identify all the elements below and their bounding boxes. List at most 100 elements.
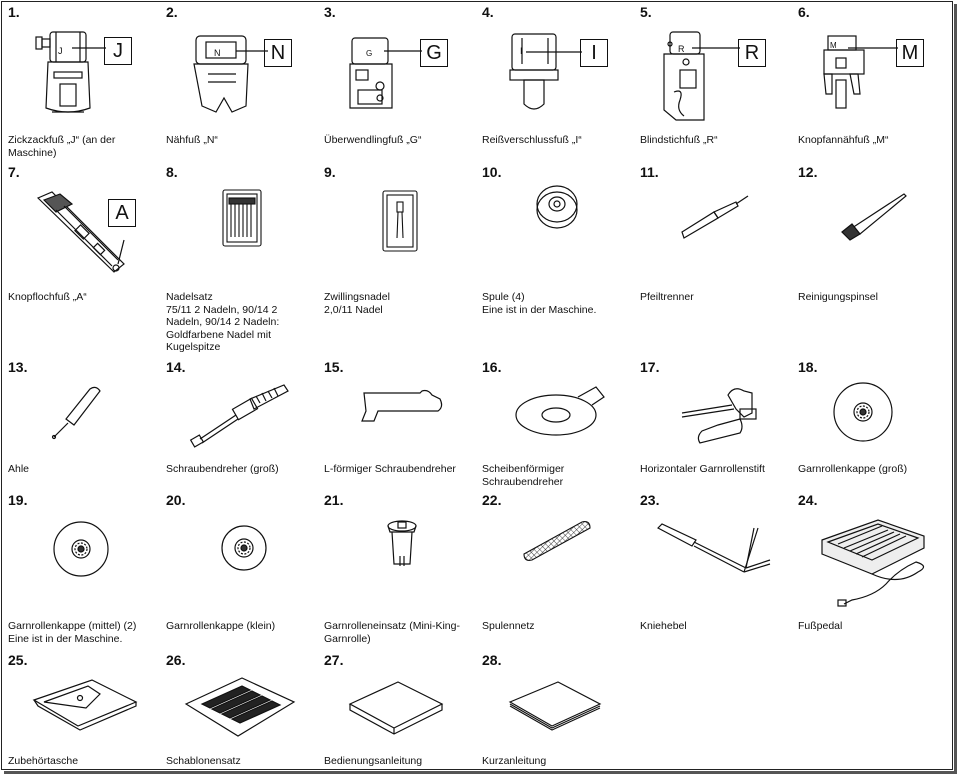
item-number: 8. bbox=[166, 164, 178, 180]
item-11: 11. Pfeiltrenner bbox=[634, 162, 792, 357]
foot-letter-label: A bbox=[108, 199, 136, 227]
item-14: 14. Schraubendreher (groß) bbox=[160, 357, 318, 490]
l-screwdriver-icon bbox=[358, 387, 448, 427]
foot-letter-label: R bbox=[738, 39, 766, 67]
svg-text:I: I bbox=[520, 46, 523, 56]
item-caption: Horizontaler Garnrollenstift bbox=[640, 463, 765, 475]
item-number: 9. bbox=[324, 164, 336, 180]
disc-screwdriver-icon bbox=[512, 379, 608, 439]
item-6: 6. M M Knopfannähfuß „M“ bbox=[792, 2, 952, 162]
item-26: 26. Schablonensatz bbox=[160, 650, 318, 771]
manual-icon bbox=[346, 678, 446, 736]
svg-text:J: J bbox=[58, 46, 63, 56]
item-caption: Garnrollenkappe (mittel) (2) Eine ist in… bbox=[8, 620, 137, 645]
knee-lifter-icon bbox=[654, 522, 774, 576]
item-5: 5. R R Blindstichfuß „R“ bbox=[634, 2, 792, 162]
item-number: 16. bbox=[482, 359, 502, 375]
item-number: 25. bbox=[8, 652, 28, 668]
accessory-sheet: 1. J J Zickzackfuß „J“ (an der Maschine)… bbox=[1, 1, 953, 770]
item-number: 22. bbox=[482, 492, 502, 508]
item-8: 8. Nadelsatz 75/11 2 Nadeln, 90/14 2 Nad… bbox=[160, 162, 318, 357]
buttonhole-foot-icon bbox=[32, 190, 142, 280]
spool-cap-large-icon bbox=[832, 381, 894, 443]
page-shadow-bottom bbox=[4, 771, 957, 774]
item-caption: Garnrollenkappe (klein) bbox=[166, 620, 276, 632]
item-number: 19. bbox=[8, 492, 28, 508]
item-number: 27. bbox=[324, 652, 344, 668]
spool-pin-icon bbox=[678, 383, 768, 447]
item-1: 1. J J Zickzackfuß „J“ (an der Maschine) bbox=[2, 2, 160, 162]
item-caption: Knopfannähfuß „M“ bbox=[798, 134, 889, 146]
foot-letter-label: N bbox=[264, 39, 292, 67]
foot-letter-label: J bbox=[104, 37, 132, 65]
item-16: 16. Scheibenförmiger Schraubendreher bbox=[476, 357, 634, 490]
item-caption: Zubehörtasche bbox=[8, 755, 79, 767]
item-9: 9. Zwillingsnadel 2,0/11 Nadel bbox=[318, 162, 476, 357]
accessory-bag-icon bbox=[30, 676, 140, 732]
item-caption: Schablonensatz bbox=[166, 755, 241, 767]
item-caption: Pfeiltrenner bbox=[640, 291, 694, 303]
zigzag-foot-icon: J bbox=[30, 24, 140, 119]
foot-letter-label: G bbox=[420, 39, 448, 67]
needle-set-icon bbox=[222, 189, 262, 247]
page-shadow-right bbox=[954, 4, 957, 774]
item-number: 14. bbox=[166, 359, 186, 375]
screwdriver-large-icon bbox=[189, 381, 290, 451]
item-caption: Blindstichfuß „R“ bbox=[640, 134, 718, 146]
spool-net-icon bbox=[520, 518, 594, 562]
item-number: 6. bbox=[798, 4, 810, 20]
item-22: 22. Spulennetz bbox=[476, 490, 634, 650]
item-caption: Garnrollenkappe (groß) bbox=[798, 463, 908, 475]
item-number: 2. bbox=[166, 4, 178, 20]
item-number: 18. bbox=[798, 359, 818, 375]
item-number: 17. bbox=[640, 359, 660, 375]
item-19: 19. Garnrollenkappe (mittel) (2) Eine is… bbox=[2, 490, 160, 650]
item-4: 4. I I Reißverschlussfuß „I“ bbox=[476, 2, 634, 162]
spool-cap-medium-icon bbox=[52, 520, 110, 578]
item-28: 28. Kurzanleitung bbox=[476, 650, 634, 771]
twin-needle-icon bbox=[382, 190, 418, 252]
item-13: 13. Ahle bbox=[2, 357, 160, 490]
blind-stitch-foot-icon: R bbox=[660, 30, 740, 122]
item-number: 3. bbox=[324, 4, 336, 20]
item-number: 21. bbox=[324, 492, 344, 508]
foot-letter-label: I bbox=[580, 39, 608, 67]
item-caption: Nadelsatz 75/11 2 Nadeln, 90/14 2 Nadeln… bbox=[166, 291, 280, 353]
foot-pedal-icon bbox=[818, 512, 928, 610]
presser-foot-n-icon: N bbox=[190, 34, 270, 116]
item-number: 1. bbox=[8, 4, 20, 20]
item-caption: Nähfuß „N“ bbox=[166, 134, 218, 146]
item-caption: Ahle bbox=[8, 463, 30, 475]
item-15: 15. L-förmiger Schraubendreher bbox=[318, 357, 476, 490]
item-caption: Kurzanleitung bbox=[482, 755, 547, 767]
item-27: 27. Bedienungsanleitung bbox=[318, 650, 476, 771]
item-caption: Kniehebel bbox=[640, 620, 687, 632]
button-sewing-foot-icon: M bbox=[818, 32, 898, 120]
item-number: 28. bbox=[482, 652, 502, 668]
item-number: 11. bbox=[640, 164, 659, 180]
item-21: 21. Garnrolleneinsatz (Mini-King- Garnro… bbox=[318, 490, 476, 650]
template-set-icon bbox=[182, 674, 298, 740]
item-number: 23. bbox=[640, 492, 660, 508]
item-20: 20. Garnrollenkappe (klein) bbox=[160, 490, 318, 650]
item-number: 13. bbox=[8, 359, 28, 375]
spool-cap-small-icon bbox=[220, 524, 268, 572]
item-10: 10. Spule (4) Eine ist in der Maschine. bbox=[476, 162, 634, 357]
item-number: 5. bbox=[640, 4, 652, 20]
item-caption: Schraubendreher (groß) bbox=[166, 463, 279, 475]
item-23: 23. Kniehebel bbox=[634, 490, 792, 650]
item-caption: Zwillingsnadel 2,0/11 Nadel bbox=[324, 291, 390, 316]
quick-guide-icon bbox=[504, 678, 604, 736]
zipper-foot-icon: I bbox=[504, 30, 584, 120]
item-caption: Spulennetz bbox=[482, 620, 535, 632]
item-caption: Reinigungspinsel bbox=[798, 291, 878, 303]
bobbin-icon bbox=[532, 182, 582, 232]
svg-text:R: R bbox=[678, 44, 685, 54]
foot-letter-label: M bbox=[896, 39, 924, 67]
svg-text:M: M bbox=[830, 41, 837, 50]
item-caption: Knopflochfuß „A“ bbox=[8, 291, 87, 303]
item-number: 15. bbox=[324, 359, 344, 375]
item-7: 7. A Knopflochfuß „A“ bbox=[2, 162, 160, 357]
item-25: 25. Zubehörtasche bbox=[2, 650, 160, 771]
item-caption: Zickzackfuß „J“ (an der Maschine) bbox=[8, 134, 116, 159]
